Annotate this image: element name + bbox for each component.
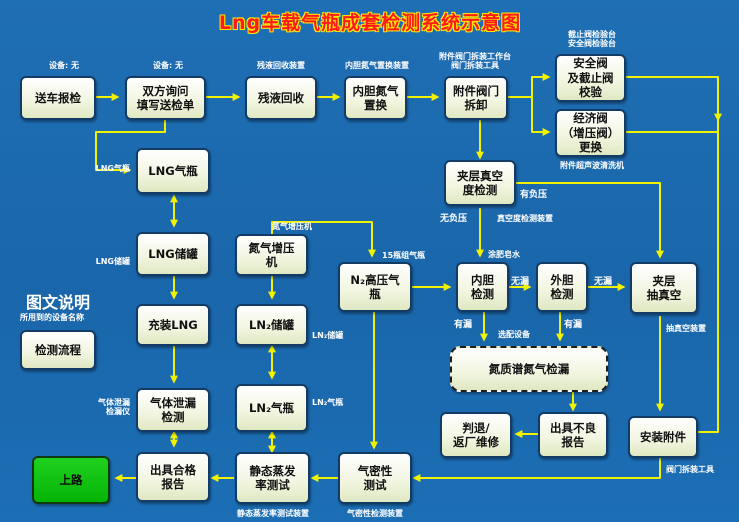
label-jingtai-zhuangzhi: 静态蒸发率测试装置 [237, 509, 309, 518]
label-fujian-gongzuotai: 附件阀门拆装工作台 阀门拆装工具 [439, 52, 511, 71]
node-neidan-danqi-zhihuan: 内胆氮气 置换 [344, 76, 407, 120]
arrow-anzhuang-qimixing [412, 458, 661, 482]
node-tuitui: 判退/ 返厂维修 [440, 412, 512, 458]
legend-equipment-caption: 所用到的设备名称 [20, 313, 84, 322]
arrow-fujian-jingjifa [531, 97, 551, 136]
node-waidan-jiance: 外胆 检测 [536, 262, 588, 312]
node-jingjifa: 经济阀 （增压阀） 更换 [555, 109, 626, 157]
node-anzhuang-fujian: 安装附件 [628, 416, 698, 458]
label-wu-fuya: 无负压 [440, 214, 468, 224]
node-anquanfa: 安全阀 及截止阀 校验 [555, 54, 626, 102]
arrow-jiaceng-youfuya [516, 182, 664, 259]
label-ln2-qiping: LN₂气瓶 [312, 398, 344, 407]
label-lng-qiping: LNG气瓶 [95, 164, 130, 173]
node-jiaceng-zhenkong: 夹层真空 度检测 [444, 160, 516, 206]
node-songche: 送车报检 [20, 76, 96, 120]
arrow-fujian-anquanfa [508, 73, 551, 98]
node-shuangfang: 双方询问 填写送检单 [125, 76, 206, 120]
label-pingzu-qiping: 15瓶组气瓶 [382, 251, 426, 260]
node-danzhipu: 氮质谱氮气检漏 [450, 346, 608, 392]
label-zhenkong-zhuangzhi: 真空度检测装置 [497, 214, 553, 223]
label-lng-chuguan: LNG储罐 [95, 257, 130, 266]
arrow-right-bus [688, 120, 719, 436]
node-ln2-qiping: LN₂气瓶 [235, 384, 308, 432]
label-you-fuya: 有负压 [520, 190, 548, 200]
label-qimixing-zhuangzhi: 气密性检测装置 [347, 509, 403, 518]
node-chongzhuang: 充装LNG [136, 304, 210, 346]
label-xuanpei-shebei: 选配设备 [498, 330, 530, 339]
label-neidan-zhihuan-zhuangzhi: 内胆氮气置换装置 [345, 61, 409, 70]
label-tu-feizaoshui: 涂肥皂水 [488, 250, 520, 259]
label-choukong-zhuangzhi: 抽真空装置 [666, 324, 706, 333]
node-chujv-buliang: 出具不良 报告 [538, 412, 608, 458]
node-shanglu: 上路 [32, 456, 110, 504]
label-canye-zhuangzhi: 残液回收装置 [257, 61, 305, 70]
label-shebei-wu-1: 设备: 无 [49, 61, 79, 70]
node-danqi-zengyaji: 氮气增压 机 [235, 234, 308, 276]
node-jiaceng-chou: 夹层 抽真空 [630, 262, 698, 314]
arrow-shuangfang-lng [95, 118, 166, 174]
legend-title: 图文说明 [26, 293, 91, 312]
label-fujian-chaosheng: 附件超声波清洗机 [560, 161, 624, 170]
label-danqi-zengyaji: 氮气增压机 [272, 222, 312, 231]
node-canye: 残液回收 [245, 76, 317, 120]
label-wulou-2: 无漏 [593, 277, 612, 287]
label-ln2-chuguan: LN₂储罐 [312, 331, 344, 340]
page-title: Lng车载气瓶成套检测系统示意图 [218, 12, 522, 34]
node-qiti-xielou: 气体泄漏 检测 [136, 388, 210, 432]
node-lng-chuguan: LNG储罐 [136, 232, 210, 276]
label-wulou-1: 无漏 [510, 277, 529, 287]
label-youlou-1: 有漏 [454, 320, 473, 330]
node-n2-gaoyaqi: N₂高压气 瓶 [338, 262, 412, 312]
node-qimixing: 气密性 测试 [338, 452, 412, 504]
label-jiezhifa-jiaoyantai: 截止阀检验台 安全阀检验台 [568, 30, 616, 49]
label-famen-gongju: 阀门拆装工具 [666, 465, 714, 474]
node-chujv-hege: 出具合格 报告 [136, 452, 210, 502]
node-lng-qiping: LNG气瓶 [136, 148, 210, 194]
node-jingtai-zhengfa: 静态蒸发 率测试 [235, 452, 310, 504]
arrow-valves-right [626, 76, 722, 122]
label-qiti-xielou-yi: 气体泄漏 检漏仪 [98, 398, 130, 417]
node-ln2-chuguan: LN₂储罐 [235, 304, 308, 346]
node-fujian-chaixie: 附件阀门 拆卸 [444, 76, 508, 120]
node-neidan-jiance: 内胆 检测 [456, 262, 509, 312]
label-youlou-2: 有漏 [564, 320, 583, 330]
arrow-zengyaji-n2qiping [271, 221, 376, 258]
legend-process-box: 检测流程 [20, 330, 96, 370]
label-shebei-wu-2: 设备: 无 [153, 61, 183, 70]
